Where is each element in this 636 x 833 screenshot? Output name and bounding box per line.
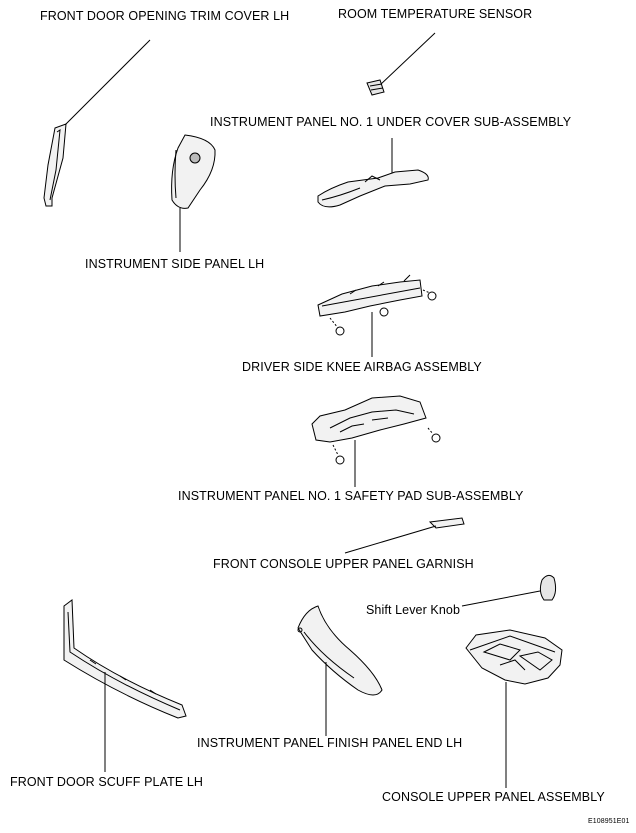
label-front-door-opening-trim-cover-lh: FRONT DOOR OPENING TRIM COVER LH <box>40 9 290 23</box>
label-driver-side-knee-airbag: DRIVER SIDE KNEE AIRBAG ASSEMBLY <box>242 360 482 374</box>
label-instrument-panel-finish-panel-end-lh: INSTRUMENT PANEL FINISH PANEL END LH <box>197 736 463 750</box>
shift-lever-knob-part <box>461 574 557 607</box>
label-front-door-scuff-plate-lh: FRONT DOOR SCUFF PLATE LH <box>10 775 204 789</box>
instrument-side-panel-part <box>171 134 216 252</box>
label-instrument-side-panel-lh: INSTRUMENT SIDE PANEL LH <box>85 257 265 271</box>
figure-code: E108951E01 <box>588 818 630 825</box>
under-cover-part <box>317 138 429 208</box>
label-instrument-panel-no1-under-cover: INSTRUMENT PANEL NO. 1 UNDER COVER SUB-A… <box>210 115 572 129</box>
label-instrument-panel-no1-safety-pad: INSTRUMENT PANEL NO. 1 SAFETY PAD SUB-AS… <box>178 489 524 503</box>
room-temperature-sensor-part <box>366 32 436 96</box>
front-door-scuff-plate-part <box>63 599 187 772</box>
console-upper-panel-part <box>465 629 563 788</box>
label-shift-lever-knob: Shift Lever Knob <box>366 603 461 617</box>
label-console-upper-panel-assembly: CONSOLE UPPER PANEL ASSEMBLY <box>382 790 605 804</box>
finish-panel-end-part <box>297 605 383 736</box>
label-room-temperature-sensor: ROOM TEMPERATURE SENSOR <box>338 7 533 21</box>
label-front-console-upper-panel-garnish: FRONT CONSOLE UPPER PANEL GARNISH <box>213 557 474 571</box>
garnish-part <box>344 517 465 554</box>
front-door-opening-trim-cover-part <box>43 39 151 207</box>
knee-airbag-part <box>317 274 437 357</box>
safety-pad-part <box>311 395 441 487</box>
